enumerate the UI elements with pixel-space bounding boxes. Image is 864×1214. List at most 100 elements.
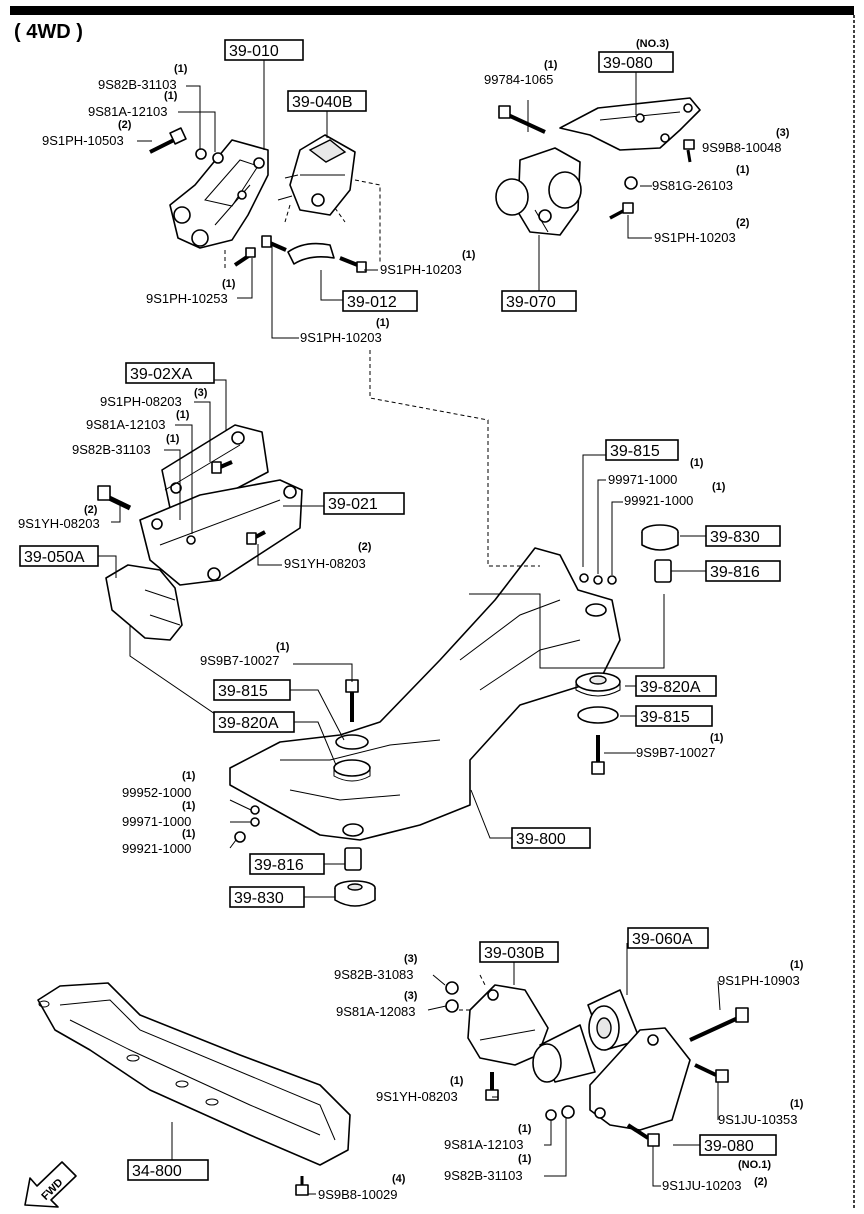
part-callout[interactable]: (2)9S1PH-10503 [42, 119, 132, 148]
svg-text:9S82B-31103: 9S82B-31103 [98, 77, 177, 92]
box-39-800[interactable]: 39-800 [511, 827, 591, 849]
box-39-080-no1[interactable]: 39-080 [699, 1134, 777, 1156]
box-39-815-top[interactable]: 39-815 [605, 439, 679, 461]
part-callout[interactable]: (1)9S82B-31103 [98, 63, 188, 92]
part-callout[interactable]: (3)9S1PH-08203 [100, 387, 208, 409]
box-39-010[interactable]: 39-010 [224, 39, 304, 61]
box-39-815-right[interactable]: 39-815 [635, 705, 713, 727]
box-39-070[interactable]: 39-070 [501, 290, 577, 312]
box-39-816-right[interactable]: 39-816 [705, 560, 781, 582]
svg-text:9S1YH-08203: 9S1YH-08203 [284, 556, 366, 571]
svg-text:9S81A-12103: 9S81A-12103 [88, 104, 168, 119]
svg-text:(2): (2) [754, 1176, 768, 1188]
part-callout[interactable]: (1)9S9B7-10027 [200, 641, 290, 668]
note-no3: (NO.3) [636, 38, 669, 50]
svg-text:39-815: 39-815 [610, 443, 660, 460]
bolt-icon [345, 679, 359, 722]
bolt-icon [339, 256, 367, 273]
box-39-830-left[interactable]: 39-830 [229, 886, 305, 908]
svg-text:9S81A-12103: 9S81A-12103 [86, 417, 166, 432]
svg-text:39-012: 39-012 [347, 294, 397, 311]
part-callout[interactable]: (1)9S81A-12103 [444, 1123, 532, 1152]
bolt-icon [591, 735, 605, 775]
svg-text:99952-1000: 99952-1000 [122, 785, 191, 800]
box-39-030B[interactable]: 39-030B [479, 941, 559, 963]
page-title: ( 4WD ) [14, 21, 83, 43]
bolt-icon [609, 202, 634, 220]
part-callout[interactable]: (1) 9S81A-12103 [86, 409, 190, 432]
box-39-050A[interactable]: 39-050A [19, 545, 99, 567]
bolt-icon [295, 1176, 309, 1196]
svg-text:9S9B8-10029: 9S9B8-10029 [318, 1187, 398, 1202]
part-callout[interactable]: (1)9S82B-31103 [444, 1153, 532, 1183]
box-39-040B[interactable]: 39-040B [287, 90, 367, 112]
part-callout[interactable]: (1)9S1PH-10203 [380, 249, 476, 277]
part-callout[interactable]: (3)9S82B-31083 [334, 953, 418, 982]
svg-text:(1): (1) [182, 828, 196, 840]
part-callout[interactable]: (1)99971-1000 [608, 457, 704, 487]
part-callout[interactable]: (1)99971-1000 [122, 800, 196, 829]
svg-text:(3): (3) [404, 990, 418, 1002]
bolt-icon [689, 1007, 749, 1042]
part-callout[interactable]: (2)9S1PH-10203 [654, 217, 750, 245]
part-callout[interactable]: (3)9S9B8-10048 [702, 127, 790, 155]
part-callout[interactable]: (1)99921-1000 [122, 828, 196, 856]
nut-icon [624, 176, 638, 190]
part-callout[interactable]: (1)9S81G-26103 [652, 164, 750, 193]
part-callout[interactable]: (1)99952-1000 [122, 770, 196, 800]
svg-text:9S1PH-10903: 9S1PH-10903 [718, 973, 800, 988]
part-callout[interactable]: (2)9S1JU-10203 [662, 1176, 768, 1193]
svg-text:(1): (1) [276, 641, 290, 653]
bolt-icon [694, 1063, 729, 1083]
svg-text:(1): (1) [166, 433, 180, 445]
dashed-guide [224, 179, 381, 270]
svg-text:(2): (2) [358, 541, 372, 553]
svg-text:9S1PH-08203: 9S1PH-08203 [100, 394, 182, 409]
part-callout[interactable]: (1)9S1PH-10253 [146, 278, 236, 306]
svg-text:(1): (1) [176, 409, 190, 421]
box-39-021[interactable]: 39-021 [323, 492, 405, 515]
box-39-815-left[interactable]: 39-815 [213, 679, 291, 701]
box-34-800[interactable]: 34-800 [127, 1159, 209, 1181]
part-callout[interactable]: (1)9S1PH-10203 [300, 317, 390, 345]
part-callout[interactable]: (1)9S1JU-10353 [718, 1098, 804, 1127]
part-callout[interactable]: (1)99784-1065 [484, 59, 558, 87]
heat-shield-39-012 [287, 242, 335, 265]
bolt-icon [683, 139, 695, 163]
svg-text:39-030B: 39-030B [484, 945, 545, 962]
box-39-820A-left[interactable]: 39-820A [213, 711, 295, 733]
box-39-080-no3[interactable]: 39-080 [598, 51, 674, 73]
washer-39-815 [335, 734, 369, 750]
engine-mount-bracket-39-080-no1 [589, 1027, 691, 1131]
part-callout[interactable]: (3)9S81A-12083 [336, 990, 418, 1019]
box-39-816-left[interactable]: 39-816 [249, 853, 325, 875]
part-callout[interactable]: (2)9S1YH-08203 [18, 504, 100, 531]
part-callout[interactable]: (1)9S1YH-08203 [376, 1075, 464, 1104]
washer-39-815 [577, 706, 619, 724]
box-39-02XA[interactable]: 39-02XA [125, 362, 215, 384]
leader-lines [96, 59, 721, 1195]
part-callout[interactable]: (4)9S9B8-10029 [318, 1173, 406, 1202]
part-callout[interactable]: (2) 9S1YH-08203 [284, 541, 372, 571]
transmission-crossmember-39-800 [229, 547, 621, 841]
part-callout[interactable]: (1)9S82B-31103 [72, 433, 180, 457]
part-callout[interactable]: (1)99921-1000 [624, 481, 726, 508]
box-39-060A[interactable]: 39-060A [627, 927, 709, 949]
box-39-820A-right[interactable]: 39-820A [635, 675, 717, 697]
part-callout[interactable]: (1)9S81A-12103 [88, 90, 178, 119]
svg-text:99971-1000: 99971-1000 [122, 814, 191, 829]
svg-text:99921-1000: 99921-1000 [122, 841, 191, 856]
svg-text:9S1PH-10203: 9S1PH-10203 [380, 262, 462, 277]
insulator-39-060A [532, 989, 641, 1083]
svg-text:99921-1000: 99921-1000 [624, 493, 693, 508]
bolt-icon [149, 127, 187, 154]
part-callout[interactable]: (1)9S9B7-10027 [636, 732, 724, 760]
box-39-012[interactable]: 39-012 [342, 290, 418, 312]
part-callout[interactable]: (1)9S1PH-10903 [718, 959, 804, 988]
svg-text:9S81G-26103: 9S81G-26103 [652, 178, 733, 193]
svg-text:39-820A: 39-820A [218, 715, 279, 732]
box-39-830-right[interactable]: 39-830 [705, 525, 781, 547]
svg-text:(3): (3) [776, 127, 790, 139]
svg-text:39-816: 39-816 [254, 857, 304, 874]
